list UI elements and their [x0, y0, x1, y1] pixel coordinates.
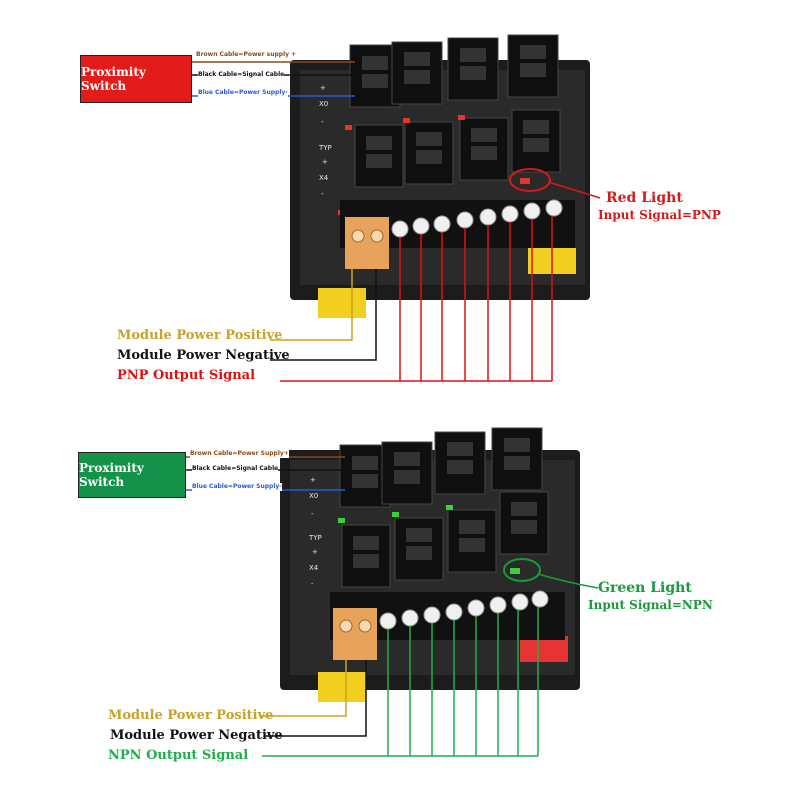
brown-wire-label: Brown Cable=Power Supply+	[190, 450, 289, 458]
blue-wire-label: Blue Cable=Power Supply-	[192, 483, 282, 491]
module-power-positive-label: Module Power Positive	[108, 708, 274, 723]
proximity-switch-pnp: Proximity Switch	[80, 55, 192, 103]
status-led	[338, 518, 345, 523]
switch-label: Proximity Switch	[81, 65, 146, 93]
svg-text:-: -	[311, 580, 314, 588]
pnp-module-board: + X0 - TYP + X4 -	[290, 34, 601, 318]
status-led	[458, 115, 465, 120]
npn-output-wires	[260, 607, 539, 757]
module-power-positive-label: Module Power Positive	[117, 328, 283, 343]
svg-text:+: +	[312, 548, 318, 556]
npn-module-board: + X0 - TYP + X4 -	[280, 427, 599, 702]
module-power-negative-label: Module Power Negative	[117, 348, 290, 363]
power-terminal	[333, 608, 377, 660]
black-wire-label: Black Cable=Signal Cable	[198, 71, 285, 79]
npn-output-signal-label: NPN Output Signal	[108, 748, 249, 763]
svg-text:+: +	[320, 84, 326, 92]
svg-text:TYP: TYP	[318, 144, 332, 152]
red-light-title: Red Light	[606, 190, 683, 206]
din-clip	[318, 672, 366, 702]
status-led	[345, 125, 352, 130]
svg-text:+: +	[310, 476, 316, 484]
npn-input-signal-label: Input Signal=NPN	[588, 598, 713, 612]
status-led	[510, 568, 520, 574]
pnp-output-wires	[270, 216, 553, 382]
pnp-input-signal-label: Input Signal=PNP	[598, 208, 721, 222]
svg-text:-: -	[311, 510, 314, 518]
svg-text:TYP: TYP	[308, 534, 322, 542]
svg-text:+: +	[322, 158, 328, 166]
black-wire-label: Black Cable=Signal Cable	[192, 465, 279, 473]
svg-text:X0: X0	[309, 492, 318, 500]
switch-label: Proximity Switch	[79, 461, 144, 489]
green-light-title: Green Light	[598, 580, 692, 596]
svg-text:-: -	[321, 190, 324, 198]
status-led	[446, 505, 453, 510]
pnp-output-signal-label: PNP Output Signal	[117, 368, 256, 383]
blue-wire-label: Blue Cable=Power Supply-	[198, 89, 288, 97]
svg-text:X4: X4	[319, 174, 329, 182]
svg-text:-: -	[321, 118, 324, 126]
module-power-negative-label: Module Power Negative	[110, 728, 283, 743]
status-led	[403, 118, 410, 123]
status-led	[520, 178, 530, 184]
svg-text:X4: X4	[309, 564, 319, 572]
proximity-switch-npn: Proximity Switch	[78, 452, 186, 498]
brown-wire-label: Brown Cable=Power supply +	[196, 51, 297, 59]
power-terminal	[345, 217, 389, 269]
din-clip	[318, 288, 366, 318]
svg-text:X0: X0	[319, 100, 328, 108]
status-led	[392, 512, 399, 517]
din-clip	[520, 636, 568, 662]
